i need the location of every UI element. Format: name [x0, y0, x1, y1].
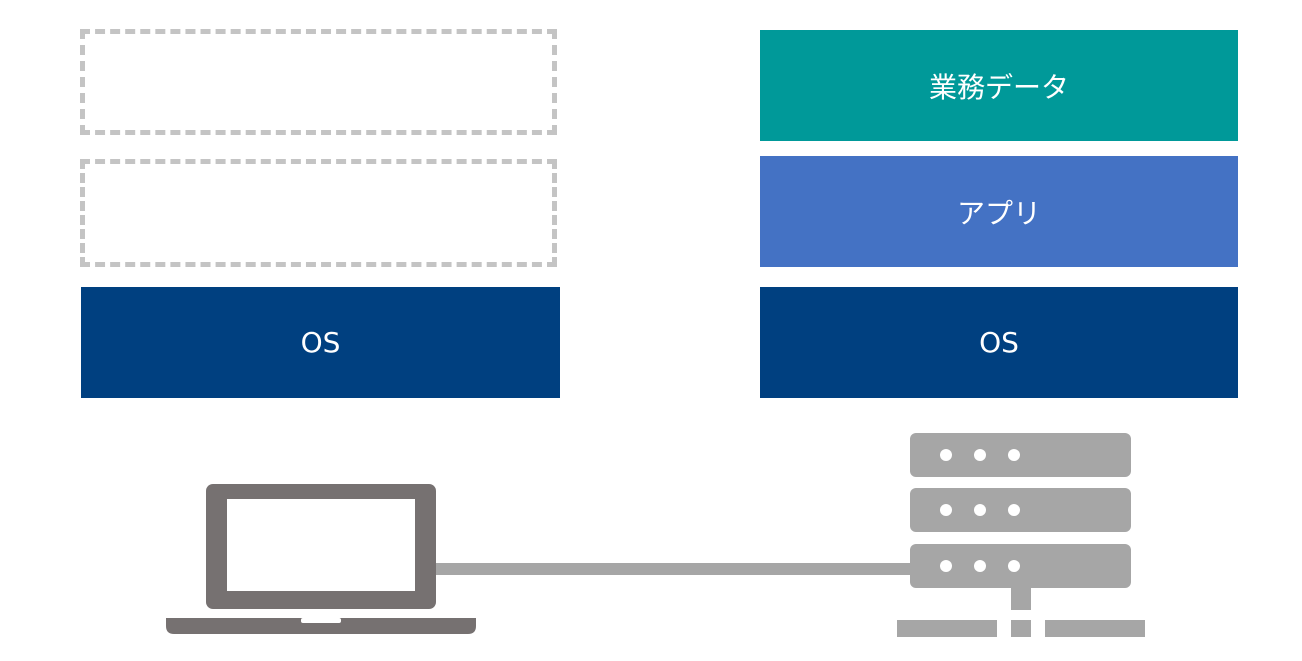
- client-os-layer: OS: [81, 287, 560, 398]
- laptop-icon: [166, 484, 476, 634]
- server-app-layer: アプリ: [760, 156, 1238, 267]
- server-os-label: OS: [979, 326, 1019, 359]
- server-app-label: アプリ: [956, 196, 1041, 230]
- network-connection-line: [430, 563, 912, 575]
- client-os-label: OS: [300, 326, 341, 359]
- empty-data-layer-placeholder: [80, 29, 557, 135]
- empty-app-layer-placeholder: [80, 159, 557, 267]
- server-os-layer: OS: [760, 287, 1238, 398]
- server-data-layer: 業務データ: [760, 30, 1238, 141]
- server-icon: [897, 433, 1145, 637]
- server-data-label: 業務データ: [928, 70, 1069, 104]
